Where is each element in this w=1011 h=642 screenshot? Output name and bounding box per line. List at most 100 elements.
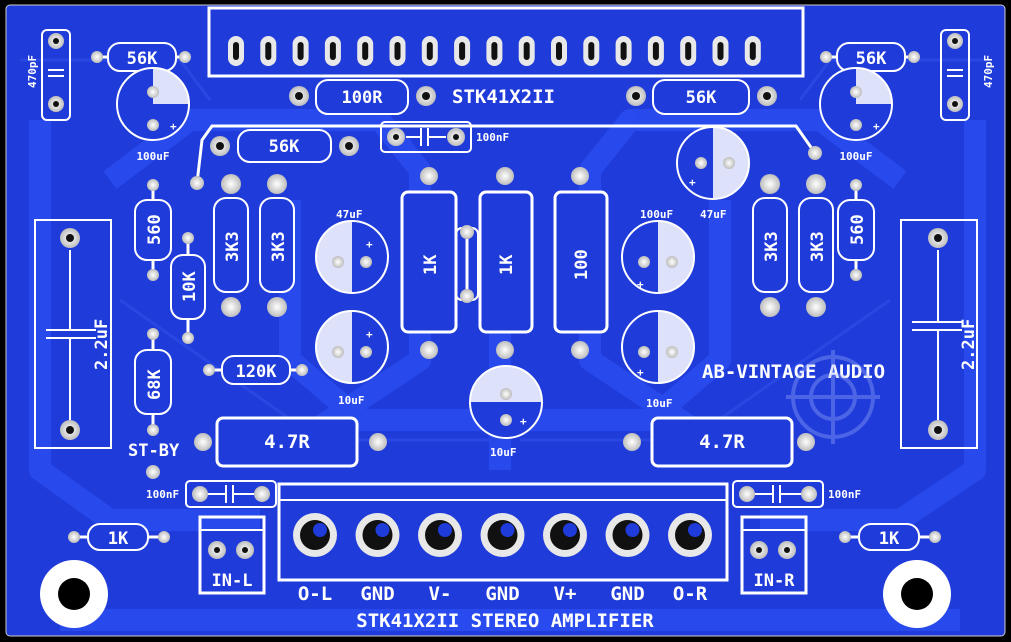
resistor-120k-label: 120K <box>236 362 278 382</box>
mounting-hole-left <box>40 560 108 628</box>
resistor-1k-bottom-right-label: 1K <box>879 529 900 549</box>
input-right-connector: IN-R <box>740 515 808 595</box>
resistor-1k-center-a-label: 1K <box>421 254 441 275</box>
resistor-3k3-left-b-label: 3K3 <box>269 231 289 262</box>
cap-470pf-left-label: 470pF <box>26 55 39 88</box>
cap-2-2uf-left: 2.2uF <box>34 219 112 449</box>
jumper-center <box>455 225 479 303</box>
cap-100uf-top-right: + 100uF <box>819 67 893 163</box>
resistor-56k-top-left-label: 56K <box>127 49 158 69</box>
resistor-10k: 10K <box>170 232 206 344</box>
cap-10uf-center: + 10uF <box>469 365 543 459</box>
svg-text:+: + <box>366 328 373 341</box>
terminal-label: O-R <box>673 583 708 605</box>
resistor-4-7r-left: 4.7R <box>194 416 387 468</box>
resistor-3k3-right-a: 3K3 <box>752 174 788 317</box>
resistor-3k3-right-b-label: 3K3 <box>808 231 828 262</box>
cap-10uf-mid-left-label: 10uF <box>338 394 365 407</box>
cap-47uf-mid-left: + 47uF <box>315 208 389 294</box>
resistor-56k-mid-left: 56K <box>210 129 359 163</box>
silk-outline <box>195 124 817 184</box>
resistor-1k-bottom-left-label: 1K <box>108 529 129 549</box>
cap-10uf-center-label: 10uF <box>490 446 517 459</box>
cap-10uf-mid-right: + 10uF <box>621 310 695 410</box>
cap-10uf-mid-left: + 10uF <box>315 310 389 407</box>
resistor-56k-top-left: 56K <box>91 42 191 72</box>
svg-text:+: + <box>873 120 880 133</box>
resistor-4-7r-right: 4.7R <box>623 416 815 468</box>
resistor-560-right-label: 560 <box>848 214 868 245</box>
resistor-68k-label: 68K <box>145 369 165 400</box>
cap-100uf-top-left-label: 100uF <box>136 150 169 163</box>
cap-47uf-mid-left-label: 47uF <box>336 208 363 221</box>
input-left-label: IN-L <box>212 571 253 591</box>
resistor-56k-top-right: 56K <box>820 42 920 72</box>
cap-100nf-top: 100nF <box>380 121 509 153</box>
brand-label: AB-VINTAGE AUDIO <box>702 361 885 383</box>
cap-100nf-bottom-right: 100nF <box>732 480 861 508</box>
cap-2-2uf-right-label: 2.2uF <box>959 319 979 370</box>
terminal-label: GND <box>360 583 394 605</box>
cap-100uf-mid-right-label: 100uF <box>640 208 673 221</box>
cap-100uf-mid-right: + <box>621 220 695 294</box>
cap-470pf-left: 470pF <box>26 29 71 121</box>
resistor-100r-label: 100R <box>342 88 384 108</box>
svg-text:+: + <box>366 238 373 251</box>
terminal-label: GND <box>610 583 644 605</box>
cap-100nf-bottom-right-label: 100nF <box>828 488 861 501</box>
resistor-56k-top-mid-label: 56K <box>686 88 717 108</box>
terminal-label: GND <box>485 583 519 605</box>
input-right-label: IN-R <box>754 571 796 591</box>
resistor-100r: 100R <box>289 79 436 115</box>
cap-2-2uf-right: 2.2uF <box>900 219 979 449</box>
cap-100nf-top-label: 100nF <box>476 131 509 144</box>
resistor-1k-center-a: 1K <box>400 167 458 359</box>
resistor-560-right: 560 <box>837 179 875 281</box>
svg-text:+: + <box>637 366 644 379</box>
resistor-120k: 120K <box>203 355 308 385</box>
cap-100nf-bottom-left-label: 100nF <box>146 488 179 501</box>
svg-text:+: + <box>170 120 177 133</box>
standby-label: ST-BY <box>128 441 180 461</box>
resistor-3k3-right-a-label: 3K3 <box>762 231 782 262</box>
terminal-label: O-L <box>298 583 332 605</box>
resistor-1k-center-b-label: 1K <box>497 254 517 275</box>
resistor-1k-bottom-left: 1K <box>68 523 170 551</box>
resistor-560-left-label: 560 <box>145 214 165 245</box>
resistor-3k3-right-b: 3K3 <box>798 174 834 317</box>
resistor-1k-bottom-right: 1K <box>839 523 941 551</box>
resistor-3k3-left-a-label: 3K3 <box>223 231 243 262</box>
resistor-560-left: 560 <box>134 179 172 281</box>
svg-text:+: + <box>520 415 527 428</box>
resistor-4-7r-right-label: 4.7R <box>699 431 745 453</box>
brand-logo <box>786 350 880 444</box>
svg-text:+: + <box>637 278 644 291</box>
resistor-100-center-label: 100 <box>572 249 592 280</box>
cap-47uf-top-right-label: 47uF <box>700 208 727 221</box>
chip-label: STK41X2II <box>452 86 555 108</box>
standby-pad <box>146 465 160 479</box>
input-left-connector: IN-L <box>198 515 266 595</box>
cap-100uf-top-left: + 100uF <box>116 67 190 163</box>
chip-pins <box>228 36 761 66</box>
cap-470pf-right: 470pF <box>940 29 995 121</box>
resistor-10k-label: 10K <box>180 271 200 302</box>
board-title: STK41X2II STEREO AMPLIFIER <box>356 610 654 632</box>
terminal-label: V- <box>429 583 452 605</box>
cap-470pf-right-label: 470pF <box>982 55 995 88</box>
cap-2-2uf-left-label: 2.2uF <box>92 319 112 370</box>
resistor-56k-top-right-label: 56K <box>856 49 887 69</box>
resistor-56k-top-mid: 56K <box>626 79 777 115</box>
svg-text:+: + <box>689 176 696 189</box>
resistor-3k3-left-a: 3K3 <box>213 174 249 317</box>
cap-100uf-top-right-label: 100uF <box>839 150 872 163</box>
resistor-100-center: 100 <box>553 167 609 359</box>
mounting-hole-right <box>883 560 951 628</box>
resistor-56k-mid-left-label: 56K <box>269 137 300 157</box>
resistor-3k3-left-b: 3K3 <box>259 174 295 317</box>
resistor-68k: 68K <box>134 328 172 436</box>
chip-header <box>207 6 805 78</box>
cap-47uf-top-right: + 47uF 100uF <box>640 126 750 221</box>
